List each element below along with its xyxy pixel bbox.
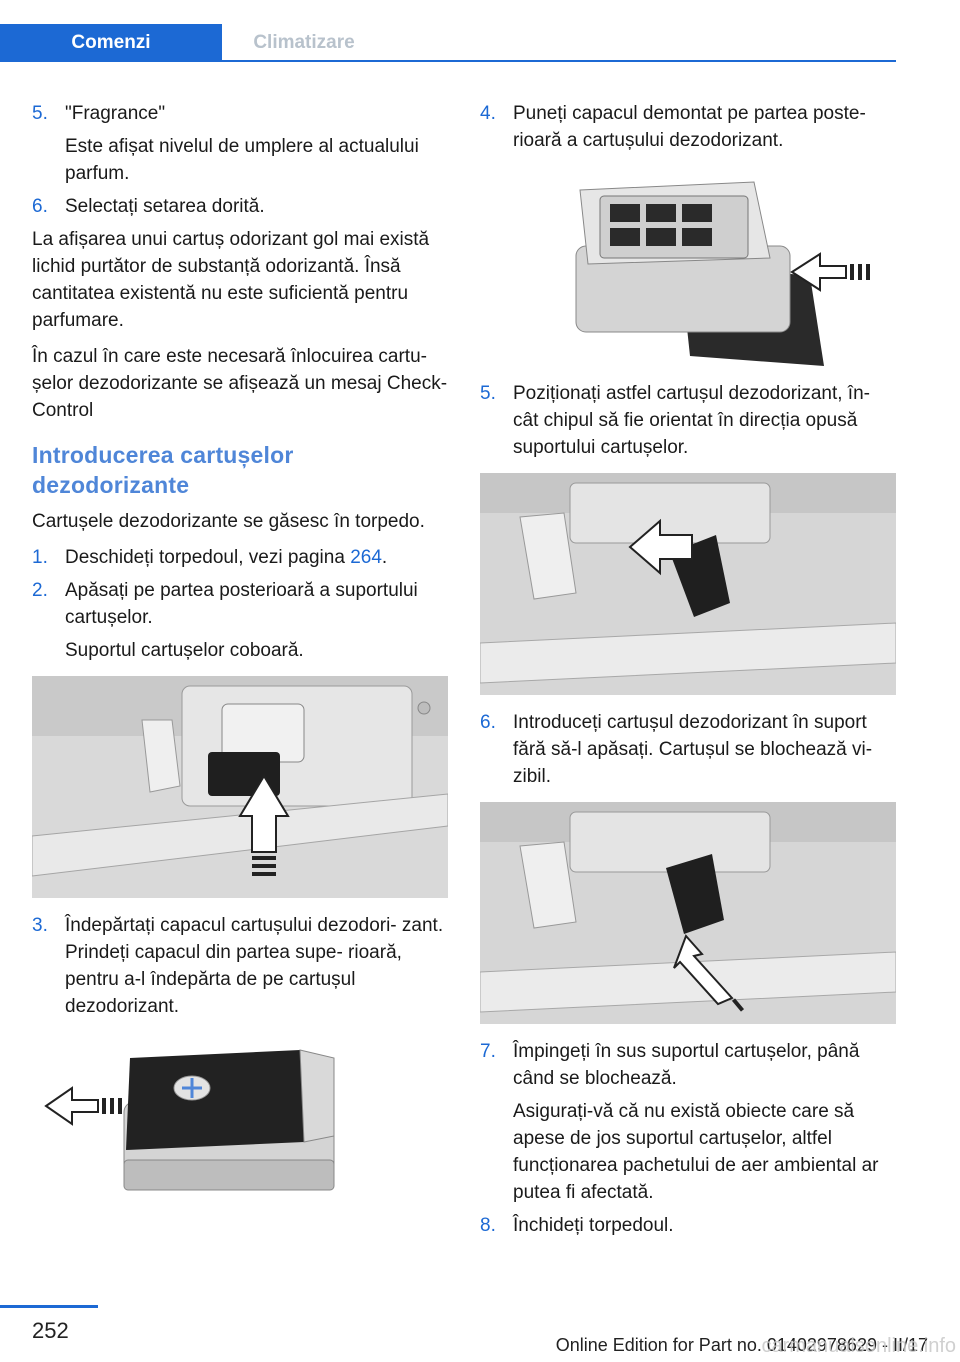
step-text: Poziționați astfel cartușul dezodorizant… (513, 383, 870, 458)
step-title: "Fragrance" (65, 103, 166, 124)
paragraph-empty-cartridge: La afișarea unui cartuș odorizant gol ma… (32, 229, 430, 331)
page-link[interactable]: 264 (350, 547, 382, 568)
step-6-right: 6. Introduceți cartușul dezodorizant în … (480, 709, 898, 790)
step-text: Este afișat nivelul de umplere al actual… (65, 136, 419, 184)
figure-attach-cap (480, 166, 898, 366)
step-number: 3. (32, 915, 48, 936)
page-number: 252 (32, 1318, 69, 1343)
step-text: Îndepărtați capacul cartușului dezodori-… (65, 915, 444, 1017)
step-number: 4. (480, 103, 496, 124)
step-number: 6. (32, 196, 48, 217)
figure-remove-cap (32, 1032, 452, 1232)
paragraph-check-control: În cazul în care este necesară înlocuire… (32, 346, 448, 421)
step-5: 5. "Fragrance" Este afișat nivelul de um… (32, 100, 452, 187)
step-5-right: 5. Poziționați astfel cartușul dezodoriz… (480, 380, 898, 461)
section-heading: Introducerea cartușelor dezodorizante (32, 442, 294, 498)
tab-climatizare[interactable]: Climatizare (253, 32, 355, 53)
step-3: 3. Îndepărtați capacul cartușului dezodo… (32, 912, 452, 1020)
step-number: 5. (32, 103, 48, 124)
step-number: 5. (480, 383, 496, 404)
step-text: Puneți capacul demontat pe partea poste-… (513, 103, 866, 151)
left-column: 5. "Fragrance" Este afișat nivelul de um… (32, 100, 452, 1246)
step-text: Împingeți în sus suportul cartușelor, pâ… (513, 1041, 860, 1089)
step-text: Apăsați pe partea posterioară a suportul… (65, 580, 418, 628)
chapter-tabbar: Comenzi Climatizare (0, 24, 896, 62)
step-1: 1. Deschideți torpedoul, vezi pagina 264… (32, 544, 452, 571)
footer-accent-line (0, 1305, 98, 1308)
step-number: 7. (480, 1041, 496, 1062)
right-column: 4. Puneți capacul demontat pe partea pos… (480, 100, 898, 1245)
step-2: 2. Apăsați pe partea posterioară a supor… (32, 577, 452, 664)
step-6: 6. Selectați setarea dorită. (32, 193, 452, 220)
step-number: 1. (32, 547, 48, 568)
step-text: Închideți torpedoul. (513, 1215, 674, 1236)
step-4: 4. Puneți capacul demontat pe partea pos… (480, 100, 898, 154)
tab-comenzi[interactable]: Comenzi (0, 24, 222, 62)
step-subtext: Asigurați-vă că nu există obiecte care s… (513, 1101, 879, 1203)
edition-info: Online Edition for Part no. 01402978629 … (555, 1335, 928, 1355)
step-7: 7. Împingeți în sus suportul cartușelor,… (480, 1038, 898, 1206)
step-text: Selectați setarea dorită. (65, 196, 265, 217)
step-8: 8. Închideți torpedoul. (480, 1212, 898, 1239)
step-subtext: Suportul cartușelor coboară. (65, 640, 304, 661)
step-text: Introduceți cartușul dezodorizant în sup… (513, 712, 873, 787)
watermark: carmanualsonline.info (761, 1335, 956, 1357)
step-text: Deschideți torpedoul, vezi pagina (65, 547, 351, 568)
figure-insert-cartridge (480, 802, 898, 1024)
step-number: 2. (32, 580, 48, 601)
step-number: 8. (480, 1215, 496, 1236)
figure-position-cartridge (480, 473, 898, 695)
section-intro: Cartușele dezodorizante se găsesc în tor… (32, 511, 425, 532)
step-number: 6. (480, 712, 496, 733)
figure-glovebox-press (32, 676, 452, 898)
